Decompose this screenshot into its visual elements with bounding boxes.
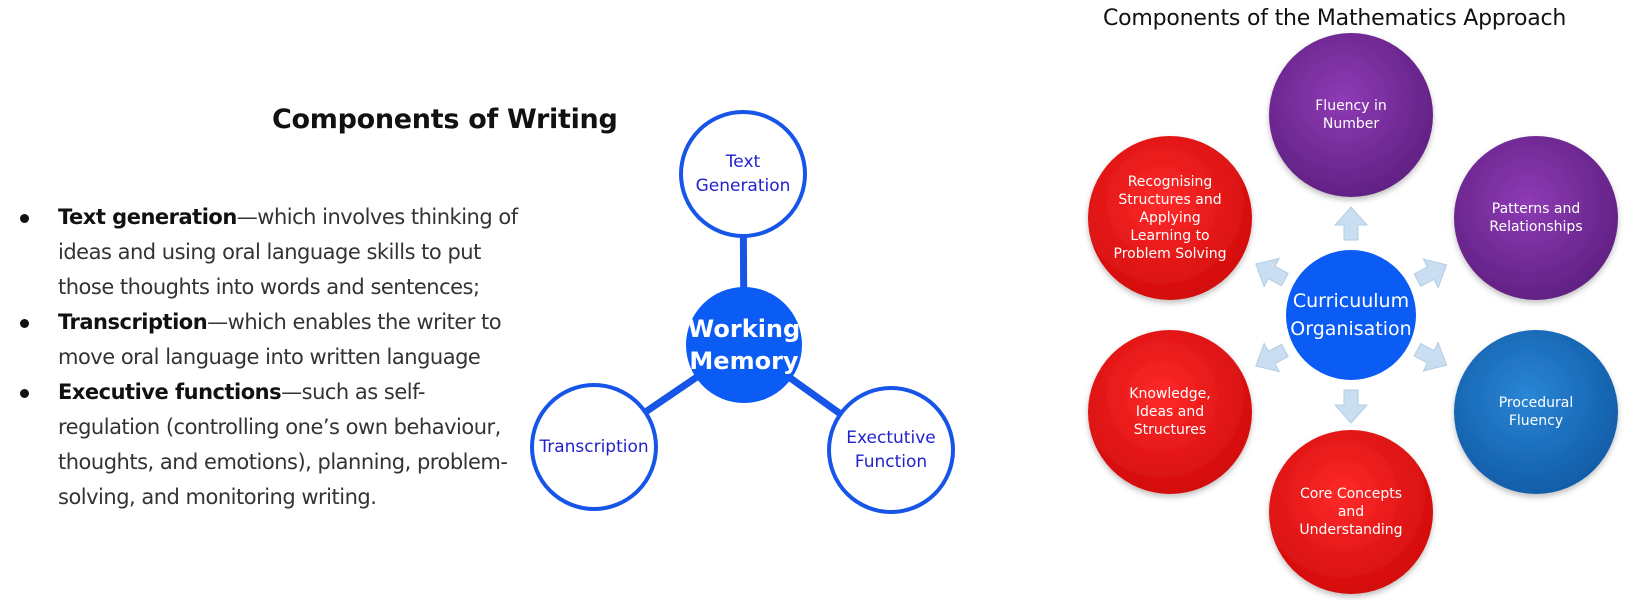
curriculum-organisation-center: [1286, 250, 1416, 380]
connector-line: [785, 373, 845, 418]
node-text-generation: [679, 110, 807, 238]
working-memory-center: [686, 287, 802, 403]
writing-bullet-list: Text generation—which involves thinking …: [18, 200, 518, 515]
math-node-patterns-and-relationships: [1454, 136, 1618, 300]
bullet-term: Text generation: [58, 205, 237, 229]
outward-arrow-icon: [1413, 341, 1448, 372]
bullet-executive-functions: Executive functions—such as self-regulat…: [18, 375, 518, 515]
writing-title: Components of Writing: [272, 104, 618, 135]
bullet-text-generation: Text generation—which involves thinking …: [18, 200, 518, 305]
bullet-term: Executive functions: [58, 380, 282, 404]
outward-arrow-icon: [1333, 389, 1369, 424]
bullet-description: —such as self-regulation (controlling on…: [58, 380, 508, 509]
bullet-description: —which involves thinking of ideas and us…: [58, 205, 518, 299]
bullet-dot-icon: [20, 389, 29, 398]
outward-arrow-icon: [1255, 257, 1289, 288]
math-node-fluency-in-number: [1269, 33, 1433, 197]
outward-arrow-icon: [1413, 258, 1448, 289]
outward-arrow-icon: [1255, 342, 1289, 373]
node-exectutive-function: [827, 386, 955, 514]
math-node-procedural-fluency: [1454, 330, 1618, 494]
bullet-transcription: Transcription—which enables the writer t…: [18, 305, 518, 375]
node-label: Transcription: [538, 437, 648, 457]
connector-line: [641, 372, 702, 417]
math-node-knowledge-ideas-and-structures: [1088, 330, 1252, 494]
node-transcription: [530, 383, 658, 511]
bullet-dot-icon: [20, 214, 29, 223]
bullet-description: —which enables the writer to move oral l…: [58, 310, 502, 369]
bullet-term: Transcription: [58, 310, 208, 334]
math-node-core-concepts-and-understanding: [1269, 430, 1433, 594]
math-title: Components of the Mathematics Approach: [1103, 6, 1567, 31]
bullet-dot-icon: [20, 319, 29, 328]
outward-arrow-icon: [1333, 206, 1369, 241]
math-node-recognising-structures-and-applying-learning-to-problem-solving: [1088, 136, 1252, 300]
